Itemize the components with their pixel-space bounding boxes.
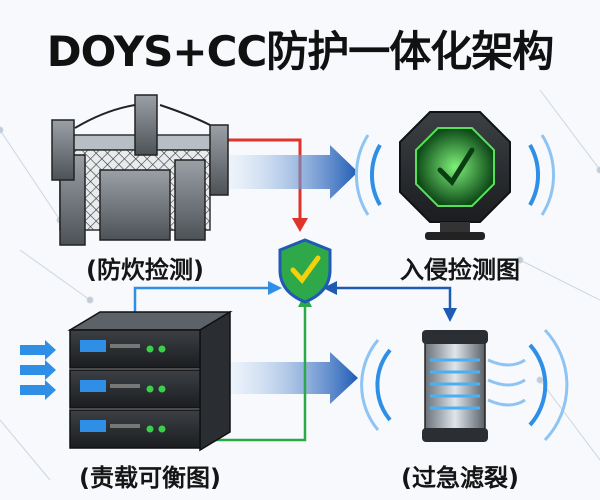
fortified-firewall-icon (51, 94, 229, 246)
server-rack-icon (67, 310, 233, 452)
shield-check-icon (278, 238, 332, 304)
diagram-title: DOYS+CC防护一体化架构 (46, 27, 555, 76)
flow-blue-shield-ids-filter (323, 281, 457, 322)
background-network (0, 89, 600, 481)
ids-monitor-icon (354, 111, 556, 240)
flow-red-firewall-to-shield (205, 138, 308, 232)
filter-label: (过急滤裂) (401, 464, 519, 492)
loadbalancer-label: (责载可衡图) (79, 464, 221, 492)
ids-label: 入侵捡测图 (400, 256, 520, 284)
flow-blue-server-to-filter (225, 352, 358, 404)
firewall-label: (防炊捡测) (86, 256, 204, 284)
incoming-traffic-arrows (20, 340, 56, 400)
filter-cylinder-icon (360, 328, 569, 442)
flow-blue-firewall-to-ids (225, 145, 358, 199)
